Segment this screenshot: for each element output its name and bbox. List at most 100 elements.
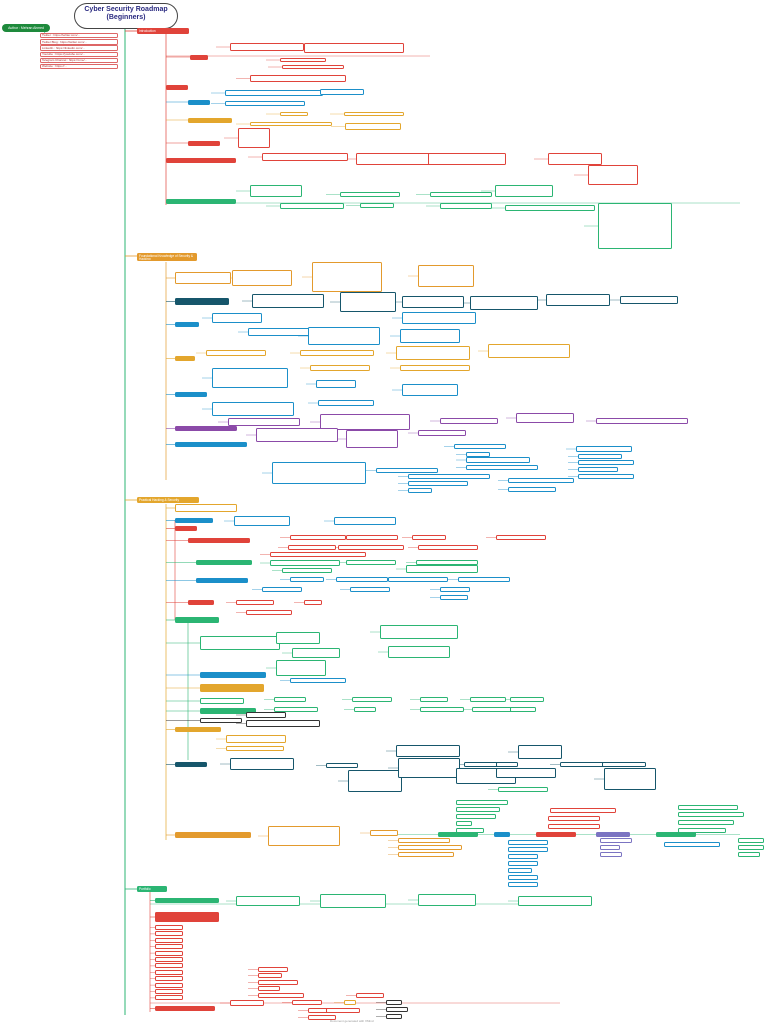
leaf-node <box>340 192 400 197</box>
leaf-node <box>560 762 604 767</box>
leaf-node <box>428 153 506 165</box>
leaf-node <box>418 265 474 287</box>
leaf-node <box>270 552 366 557</box>
leaf-node <box>320 414 410 430</box>
leaf-node <box>288 545 336 550</box>
leaf-node <box>225 101 305 106</box>
leaf-node <box>548 816 600 821</box>
leaf-node <box>155 944 183 950</box>
leaf-node <box>350 587 390 592</box>
reference-link[interactable]: Twitter : https://twitter.com/... <box>40 33 118 39</box>
leaf-node <box>578 467 618 472</box>
leaf-node <box>678 820 734 825</box>
leaf-node <box>488 344 570 358</box>
chain-node <box>494 832 510 837</box>
leaf-node <box>155 989 183 994</box>
leaf-node <box>212 368 288 388</box>
reference-link[interactable]: Website : https://... <box>40 64 118 70</box>
leaf-node <box>466 457 530 463</box>
leaf-node <box>495 185 553 197</box>
subtopic-node <box>175 426 237 431</box>
leaf-node <box>258 973 282 978</box>
leaf-node <box>738 852 760 857</box>
leaf-node <box>226 735 286 743</box>
leaf-node <box>155 937 183 943</box>
leaf-node <box>578 460 634 465</box>
leaf-node <box>546 294 610 306</box>
leaf-node <box>282 568 332 573</box>
subtopic-node <box>200 698 244 704</box>
leaf-node <box>466 465 538 470</box>
leaf-node <box>258 980 298 985</box>
leaf-node <box>398 758 460 778</box>
leaf-node <box>326 1008 360 1013</box>
leaf-node <box>270 560 340 566</box>
leaf-node <box>550 808 616 813</box>
leaf-node <box>274 697 306 702</box>
leaf-node <box>470 697 506 702</box>
leaf-node <box>400 365 470 371</box>
leaf-node <box>272 462 366 484</box>
section-header: Portfolio <box>137 886 167 892</box>
leaf-node <box>508 847 548 852</box>
leaf-node <box>380 625 458 639</box>
map-title: Cyber Security Roadmap (Beginners) <box>74 3 178 29</box>
section-header: Introduction <box>137 28 189 34</box>
leaf-node <box>508 875 538 880</box>
leaf-node <box>402 384 458 396</box>
leaf-node <box>280 112 308 116</box>
subtopic-node <box>175 322 199 327</box>
leaf-node <box>274 707 318 712</box>
leaf-node <box>408 474 490 479</box>
leaf-node <box>250 75 346 82</box>
leaf-node <box>300 350 374 356</box>
leaf-node <box>280 203 344 209</box>
leaf-node <box>440 587 470 592</box>
leaf-node <box>598 203 672 249</box>
leaf-node <box>346 560 396 565</box>
leaf-node <box>664 842 720 847</box>
leaf-node <box>678 812 744 817</box>
leaf-node <box>600 845 620 850</box>
leaf-node <box>456 814 496 819</box>
leaf-node <box>326 763 358 768</box>
leaf-node <box>508 861 538 866</box>
reference-link[interactable]: Twitter Blog : https://twitter.com/... <box>40 39 118 45</box>
subtopic-node <box>196 578 248 583</box>
leaf-node <box>505 205 595 211</box>
leaf-node <box>576 446 632 452</box>
reference-link[interactable]: Youtube : https://youtube.com/... <box>40 51 118 57</box>
leaf-node <box>396 745 460 757</box>
leaf-node <box>354 707 376 712</box>
leaf-node <box>400 329 460 343</box>
leaf-node <box>276 660 326 676</box>
leaf-node <box>420 697 448 702</box>
footer-text: Document generated with XMind <box>330 1019 374 1023</box>
leaf-node <box>352 697 392 702</box>
leaf-node <box>508 854 538 859</box>
leaf-node <box>232 270 292 286</box>
leaf-node <box>230 43 304 51</box>
leaf-node <box>320 89 364 95</box>
reference-link[interactable]: LinkedIn : https://linkedin.com/... <box>40 45 118 51</box>
leaf-node <box>386 1007 408 1012</box>
leaf-node <box>396 346 470 360</box>
subtopic-node <box>175 617 219 623</box>
leaf-node <box>548 153 602 165</box>
leaf-node <box>320 894 386 908</box>
leaf-node <box>376 468 438 473</box>
chain-node <box>656 832 696 837</box>
leaf-node <box>516 413 574 423</box>
leaf-node <box>155 957 183 962</box>
subtopic-node <box>175 442 247 447</box>
subtopic-node <box>175 727 221 732</box>
leaf-node <box>212 402 294 416</box>
reference-link[interactable]: Telegram Channel : https://t.me/... <box>40 57 118 64</box>
subtopic-node <box>188 118 232 123</box>
leaf-node <box>596 418 688 424</box>
leaf-node <box>155 963 183 969</box>
leaf-node <box>258 967 288 972</box>
leaf-node <box>388 577 448 582</box>
leaf-node <box>246 720 320 727</box>
